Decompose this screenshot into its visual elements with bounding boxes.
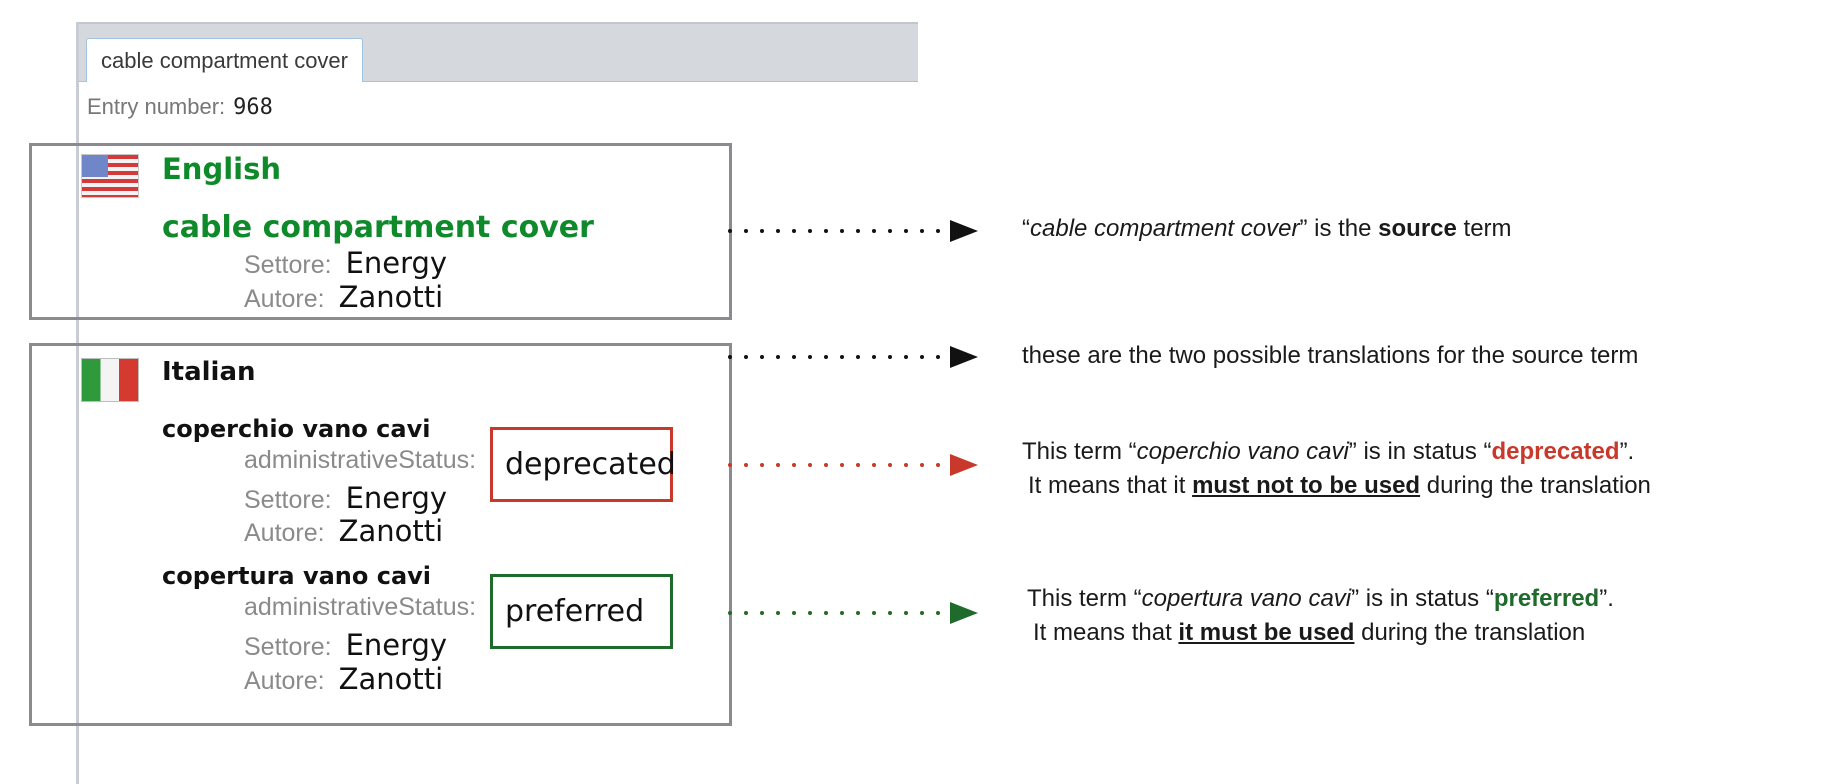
panel-left-border — [76, 22, 79, 784]
field-settore: Settore: Energy — [244, 628, 447, 662]
arrow-right-icon — [728, 220, 978, 242]
field-administrative-status: administrativeStatus: — [244, 446, 476, 475]
field-value: Zanotti — [338, 514, 444, 548]
note-translations: these are the two possible translations … — [1022, 342, 1639, 369]
status-badge-deprecated: deprecated — [490, 427, 676, 502]
field-settore: Settore: Energy — [244, 246, 447, 280]
arrow-right-icon — [728, 454, 978, 476]
italian-section — [29, 343, 732, 726]
tab-entry[interactable]: cable compartment cover — [86, 38, 363, 82]
entry-number-label: Entry number: — [87, 94, 226, 119]
source-term[interactable]: cable compartment cover — [162, 210, 594, 245]
arrow-right-icon — [728, 602, 978, 624]
language-italian: Italian — [162, 357, 256, 387]
arrow-right-icon — [728, 346, 978, 368]
field-label: Autore: — [244, 285, 325, 313]
field-label: administrativeStatus: — [244, 593, 477, 621]
entry-number-value: 968 — [233, 95, 273, 120]
language-english: English — [162, 152, 282, 186]
us-flag-icon — [81, 154, 139, 198]
field-value: Energy — [345, 246, 448, 280]
field-administrative-status: administrativeStatus: — [244, 593, 476, 622]
field-value: Energy — [345, 628, 448, 662]
target-term-preferred[interactable]: copertura vano cavi — [162, 562, 432, 590]
note-preferred: This term “copertura vano cavi” is in st… — [1027, 585, 1614, 646]
note-source-term: “cable compartment cover” is the source … — [1022, 215, 1512, 242]
field-autore: Autore: Zanotti — [244, 514, 443, 548]
italy-flag-icon — [81, 358, 139, 402]
field-label: Settore: — [244, 633, 332, 661]
target-term-deprecated[interactable]: coperchio vano cavi — [162, 415, 431, 443]
field-value: Energy — [345, 481, 448, 515]
field-label: Autore: — [244, 519, 325, 547]
field-label: Autore: — [244, 667, 325, 695]
field-value: Zanotti — [338, 280, 444, 314]
field-autore: Autore: Zanotti — [244, 662, 443, 696]
field-autore: Autore: Zanotti — [244, 280, 443, 314]
termbase-entry-panel — [76, 22, 918, 784]
field-value: Zanotti — [338, 662, 444, 696]
status-badge-preferred: preferred — [490, 574, 673, 649]
field-settore: Settore: Energy — [244, 481, 447, 515]
field-label: Settore: — [244, 251, 332, 279]
note-deprecated: This term “coperchio vano cavi” is in st… — [1022, 438, 1651, 499]
field-label: administrativeStatus: — [244, 446, 477, 474]
field-label: Settore: — [244, 486, 332, 514]
entry-number-row: Entry number: 968 — [87, 94, 273, 120]
